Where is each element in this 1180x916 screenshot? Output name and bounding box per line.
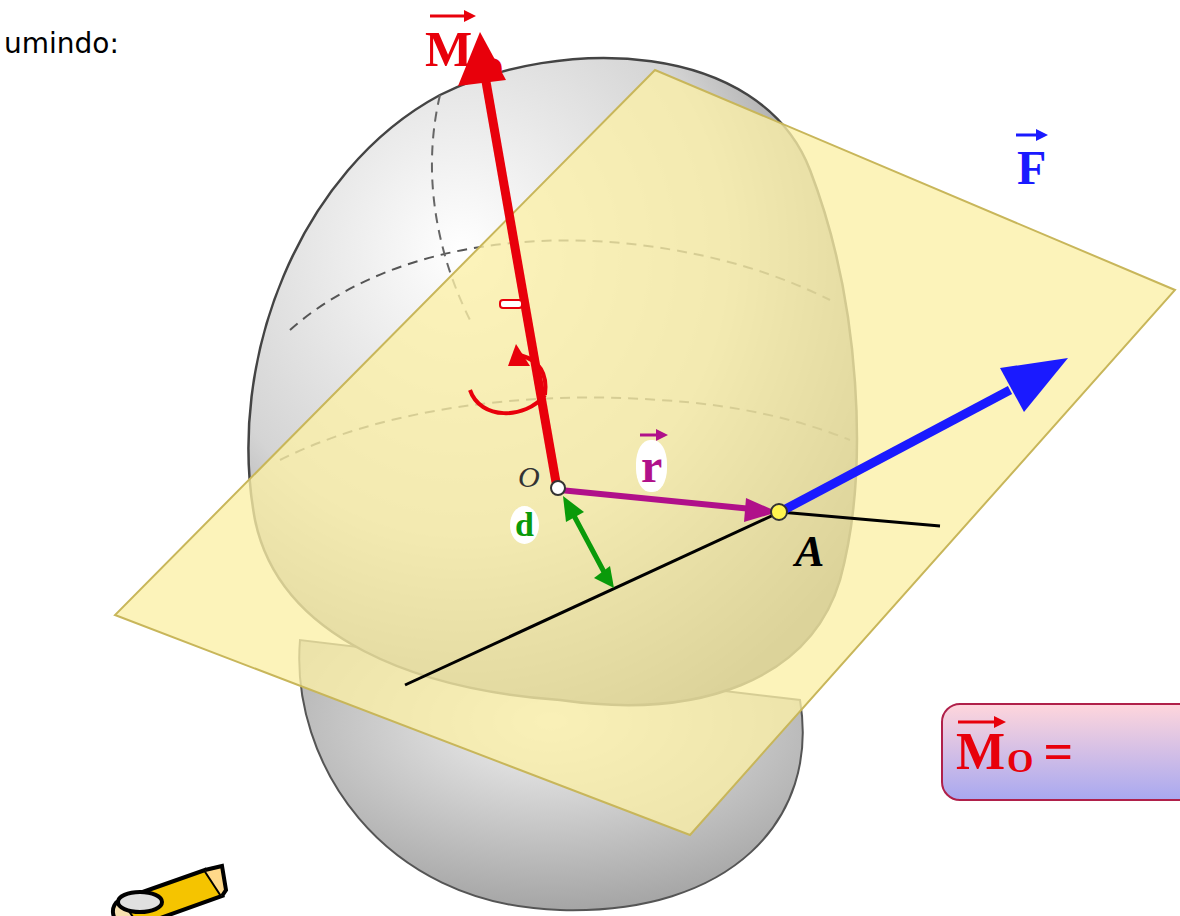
vector-subscript: O [477,52,503,86]
equals-sign: = [1044,726,1074,778]
distance-symbol: d [510,506,539,544]
vector-symbol: M [425,24,472,74]
point-label: A [795,530,824,574]
vector-symbol: M [956,726,1005,778]
formula-box: MO = [942,704,1180,800]
point-label: O [518,462,540,492]
force-symbol: F [1012,142,1051,194]
slide-heading: umindo: [4,30,119,58]
vector-subscript: O [1007,744,1033,778]
position-symbol: r [636,440,667,492]
